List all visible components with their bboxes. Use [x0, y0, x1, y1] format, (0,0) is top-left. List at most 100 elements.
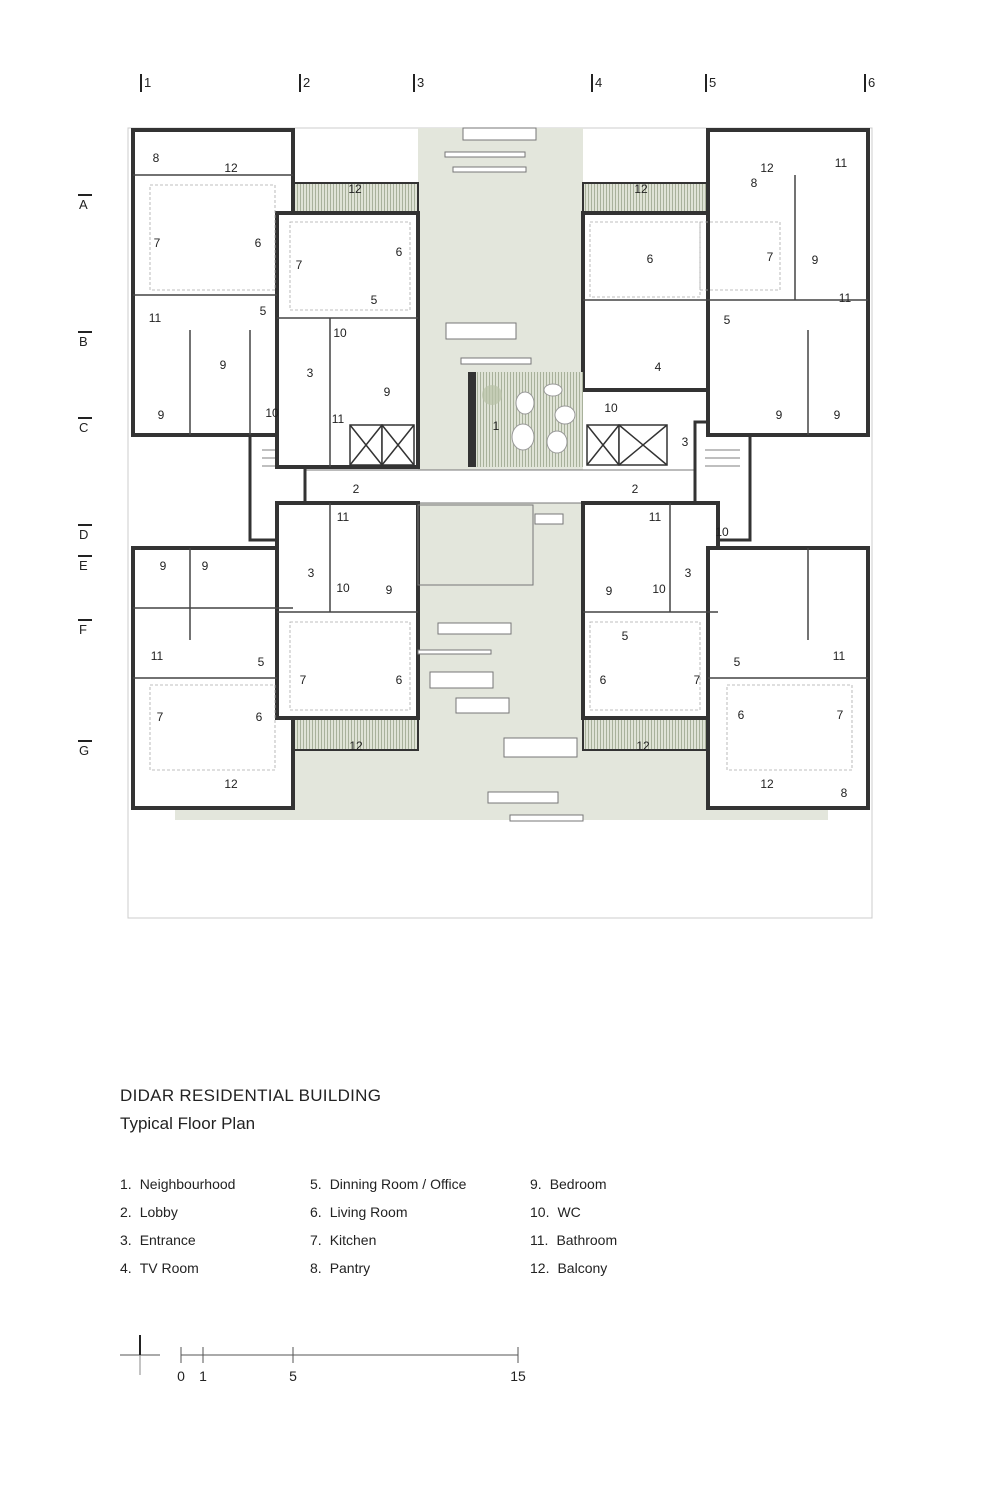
- legend-item: 3. Entrance: [120, 1226, 235, 1254]
- room-number-label: 12: [634, 182, 648, 196]
- grid-column-label: 6: [868, 75, 875, 90]
- legend-number: 9.: [530, 1176, 542, 1192]
- room-number-label: 12: [636, 739, 650, 753]
- scale-bar: [120, 1335, 519, 1375]
- room-number-label: 11: [151, 649, 164, 663]
- legend-item: 12. Balcony: [530, 1254, 617, 1282]
- legend-label: Neighbourhood: [139, 1176, 236, 1192]
- room-number-label: 4: [655, 360, 662, 374]
- legend-label: Balcony: [557, 1260, 608, 1276]
- room-number-label: 5: [622, 629, 629, 643]
- grid-row-label: B: [79, 334, 88, 349]
- room-number-label: 6: [600, 673, 607, 687]
- room-number-label: 2: [632, 482, 639, 496]
- room-number-label: 12: [224, 777, 238, 791]
- legend-item: 6.Living Room: [310, 1198, 466, 1226]
- room-number-label: 5: [371, 293, 378, 307]
- room-number-label: 7: [157, 710, 164, 724]
- grid-row-label: D: [79, 527, 88, 542]
- room-number-label: 3: [307, 366, 314, 380]
- room-number-label: 8: [153, 151, 160, 165]
- legend-number: 8.: [310, 1260, 322, 1276]
- scale-tick-15: 15: [510, 1368, 526, 1384]
- room-number-label: 11: [835, 156, 848, 170]
- room-number-label: 10: [715, 525, 729, 539]
- grid-row-label: A: [79, 197, 88, 212]
- room-number-label: 10: [652, 582, 666, 596]
- legend-label: TV Room: [139, 1260, 199, 1276]
- room-number-label: 7: [837, 708, 844, 722]
- legend-number: 12.: [530, 1260, 550, 1276]
- legend-label: Entrance: [139, 1232, 196, 1248]
- drawing-subtitle: Typical Floor Plan: [120, 1114, 256, 1133]
- room-number-label: 5: [258, 655, 265, 669]
- legend-item: 8. Pantry: [310, 1254, 466, 1282]
- room-number-label: 5: [260, 304, 267, 318]
- grid-column-label: 4: [595, 75, 602, 90]
- room-zones: [149, 184, 853, 771]
- room-number-label: 9: [160, 559, 167, 573]
- legend-label: Living Room: [329, 1204, 408, 1220]
- room-number-label: 8: [841, 786, 848, 800]
- room-number-label: 9: [220, 358, 227, 372]
- legend-item: 9. Bedroom: [530, 1170, 617, 1198]
- lobby-corridor: [249, 469, 751, 504]
- interior-walls: [133, 174, 868, 679]
- room-number-label: 7: [300, 673, 307, 687]
- legend-item: 4.TV Room: [120, 1254, 235, 1282]
- legend-number: 10.: [530, 1204, 550, 1220]
- room-number-label: 1: [493, 419, 500, 433]
- legend-column-1: 1.Neighbourhood 2. Lobby 3. Entrance 4.TV …: [120, 1170, 235, 1282]
- legend-number: 5.: [310, 1176, 322, 1192]
- legend-item: 1.Neighbourhood: [120, 1170, 235, 1198]
- room-number-label: 8: [751, 176, 758, 190]
- drawing-title: DIDAR RESIDENTIAL BUILDING: [120, 1086, 382, 1105]
- legend-label: Dinning Room / Office: [329, 1176, 467, 1192]
- grid-row-label: G: [79, 743, 89, 758]
- room-number-label: 10: [336, 581, 350, 595]
- room-number-label: 10: [333, 326, 347, 340]
- legend-column-3: 9.Bedroom 10.WC 11.Bathroom 12.Balcony: [530, 1170, 617, 1282]
- courtyard-benches: [417, 127, 584, 822]
- legend-label: Pantry: [329, 1260, 371, 1276]
- legend-number: 2.: [120, 1204, 132, 1220]
- legend-label: Bathroom: [556, 1232, 618, 1248]
- room-number-label: 11: [149, 311, 162, 325]
- room-number-label: 9: [812, 253, 819, 267]
- room-number-label: 11: [839, 291, 852, 305]
- room-number-label: 12: [760, 161, 774, 175]
- legend-label: Lobby: [139, 1204, 178, 1220]
- grid-column-label: 2: [303, 75, 310, 90]
- legend-number: 3.: [120, 1232, 132, 1248]
- room-number-label: 11: [332, 412, 345, 426]
- room-number-label: 9: [384, 385, 391, 399]
- room-number-label: 7: [154, 236, 161, 250]
- legend-label: Bedroom: [549, 1176, 607, 1192]
- neighbourhood-garden: [468, 372, 583, 467]
- legend-number: 7.: [310, 1232, 322, 1248]
- grid-row-label: C: [79, 420, 88, 435]
- room-number-label: 11: [833, 649, 846, 663]
- room-number-label: 9: [158, 408, 165, 422]
- legend-item: 10. WC: [530, 1198, 617, 1226]
- room-number-label: 6: [647, 252, 654, 266]
- scale-tick-1: 1: [199, 1368, 207, 1384]
- grid-row-label: E: [79, 558, 88, 573]
- room-number-label: 6: [738, 708, 745, 722]
- room-number-label: 9: [776, 408, 783, 422]
- room-number-label: 3: [308, 566, 315, 580]
- legend-column-2: 5. Dinning Room / Office 6.Living Room 7.…: [310, 1170, 466, 1282]
- room-number-label: 9: [202, 559, 209, 573]
- legend-label: WC: [557, 1204, 581, 1220]
- room-number-label: 9: [606, 584, 613, 598]
- elevators: [349, 424, 668, 466]
- room-number-label: 5: [734, 655, 741, 669]
- legend-label: Kitchen: [329, 1232, 377, 1248]
- room-number-label: 10: [265, 406, 279, 420]
- room-number-label: 10: [604, 401, 618, 415]
- legend-item: 7. Kitchen: [310, 1226, 466, 1254]
- scale-tick-0: 0: [177, 1368, 185, 1384]
